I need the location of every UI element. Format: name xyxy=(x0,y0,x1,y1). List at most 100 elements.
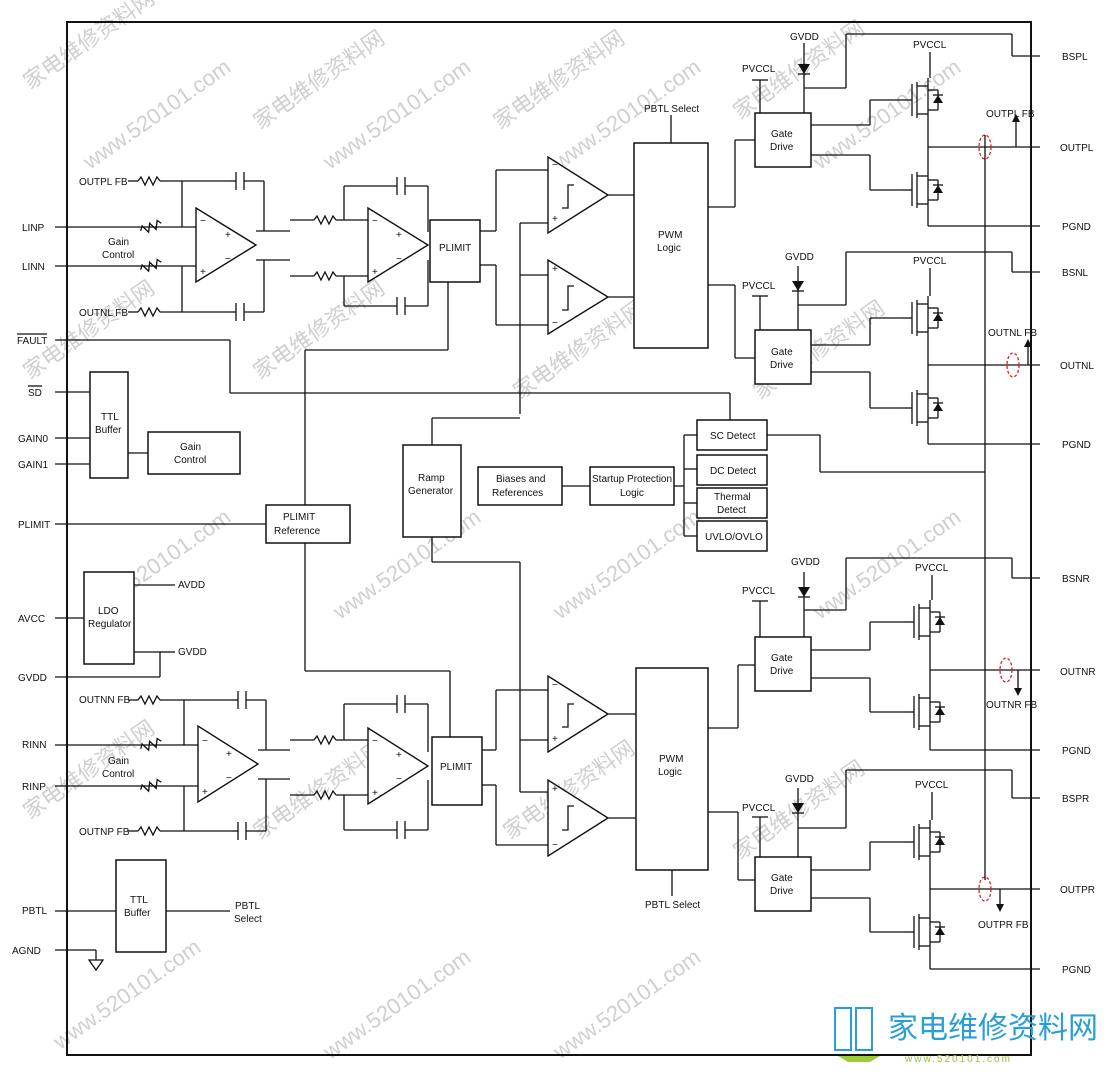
gate-drive-label: Gate xyxy=(771,129,793,140)
gain-control-label: Gain xyxy=(108,237,129,248)
gate-drive-label: Gate xyxy=(771,653,793,664)
outnl-fb-label: OUTNL FB xyxy=(988,328,1037,339)
startup-protection xyxy=(589,466,675,506)
mosfet-high-2 xyxy=(901,295,944,341)
watermark-cn: 家电维修资料网 xyxy=(19,0,160,94)
svg-text:+: + xyxy=(200,267,206,278)
thermal-label: Detect xyxy=(717,505,746,516)
mosfet-high-4 xyxy=(903,819,946,865)
ramp-label: Generator xyxy=(408,486,454,497)
pvccl-label: PVCCL xyxy=(742,803,776,814)
startup-label: Logic xyxy=(620,488,644,499)
comparator-1 xyxy=(547,155,610,235)
pin-outnr: OUTNR xyxy=(1060,667,1096,678)
comparator-4 xyxy=(547,778,610,858)
pin-pgnd: PGND xyxy=(1062,965,1091,976)
opamp-2 xyxy=(367,206,430,284)
pin-bsnl: BSNL xyxy=(1062,268,1089,279)
left-input-stage: Gain Control −+ +− −+ +− xyxy=(55,169,548,351)
pvccl-label: PVCCL xyxy=(742,281,776,292)
gate-drive-label: Drive xyxy=(770,142,794,153)
pbtl-select-label: PBTL Select xyxy=(645,900,700,911)
svg-text:−: − xyxy=(200,216,206,227)
pin-linp: LINP xyxy=(22,223,45,234)
pvccl-label: PVCCL xyxy=(915,780,949,791)
svg-text:−: − xyxy=(552,318,558,329)
pin-pgnd: PGND xyxy=(1062,746,1091,757)
right-pwm-stage: −+ +− PWM Logic PBTL Select xyxy=(519,664,755,911)
svg-text:+: + xyxy=(552,784,558,795)
sc-detect-label: SC Detect xyxy=(710,431,756,442)
svg-text:+: + xyxy=(225,230,231,241)
pin-outnl-fb: OUTNL FB xyxy=(79,308,128,319)
comparator-3 xyxy=(547,674,610,754)
gain-control-label: Control xyxy=(102,769,134,780)
svg-text:−: − xyxy=(372,736,378,747)
pbtl-select-out: PBTL xyxy=(235,901,260,912)
svg-text:−: − xyxy=(202,736,208,747)
pwm-label: Logic xyxy=(657,243,681,254)
pin-gvdd: GVDD xyxy=(18,673,47,684)
pwm-label: PWM xyxy=(659,754,683,765)
ttl-buffer-bottom xyxy=(115,859,167,953)
uvlo-label: UVLO/OVLO xyxy=(705,532,763,543)
pin-pbtl: PBTL xyxy=(22,906,47,917)
pin-outnl: OUTNL xyxy=(1060,361,1094,372)
gain-control-box-label: Control xyxy=(174,455,206,466)
gvdd-out-label: GVDD xyxy=(178,647,207,658)
pin-pgnd: PGND xyxy=(1062,440,1091,451)
ldo-label: LDO xyxy=(98,606,119,617)
pin-bspl: BSPL xyxy=(1062,52,1088,63)
pin-outnp-fb: OUTNP FB xyxy=(79,827,130,838)
output-stages: Gate Drive PVCCL GVDD PVCCL OUTPL FB xyxy=(742,32,1040,970)
avdd-label: AVDD xyxy=(178,580,205,591)
ldo-regulator xyxy=(83,571,135,665)
pvccl-label: PVCCL xyxy=(915,563,949,574)
pin-plimit: PLIMIT xyxy=(18,520,50,531)
pin-outpl-fb: OUTPL FB xyxy=(79,177,128,188)
gvdd-label: GVDD xyxy=(790,32,819,43)
pin-avcc: AVCC xyxy=(18,614,45,625)
outpr-fb-label: OUTPR FB xyxy=(978,920,1029,931)
pin-gain1: GAIN1 xyxy=(18,460,48,471)
thermal-detect xyxy=(696,487,768,519)
pin-rinn: RINN xyxy=(22,740,46,751)
gvdd-label: GVDD xyxy=(785,252,814,263)
pin-outpl: OUTPL xyxy=(1060,143,1094,154)
svg-text:+: + xyxy=(226,749,232,760)
plimit-label: PLIMIT xyxy=(440,762,472,773)
watermark-cn: 家电维修资料网 xyxy=(19,715,160,824)
opamp-4 xyxy=(367,726,430,806)
svg-text:−: − xyxy=(226,773,232,784)
gvdd-label: GVDD xyxy=(791,557,820,568)
ttl-buffer-top xyxy=(89,371,129,479)
opamp-3 xyxy=(197,724,260,804)
left-pwm-stage: −+ +− PWM Logic PBTL Select xyxy=(519,104,755,414)
svg-text:+: + xyxy=(202,787,208,798)
dc-detect xyxy=(696,454,768,486)
pin-gain0: GAIN0 xyxy=(18,434,48,445)
ttl-label: TTL xyxy=(130,895,148,906)
mosfet-high-3 xyxy=(903,599,946,645)
gate-drive-label: Drive xyxy=(770,360,794,371)
dc-detect-label: DC Detect xyxy=(710,466,756,477)
gate-drive-label: Drive xyxy=(770,886,794,897)
svg-text:−: − xyxy=(372,216,378,227)
biases-label: References xyxy=(492,488,543,499)
mosfet-low-4 xyxy=(903,909,946,955)
gate-drive-label: Gate xyxy=(771,873,793,884)
chip-outline xyxy=(66,21,1032,1056)
pvccl-label: PVCCL xyxy=(742,64,776,75)
watermark-site: www.520101.com xyxy=(548,944,705,1065)
outnr-fb-label: OUTNR FB xyxy=(986,700,1037,711)
mosfet-low-2 xyxy=(901,385,944,431)
sc-detect xyxy=(696,419,768,451)
watermark-site: www.520101.com xyxy=(78,54,235,175)
svg-text:−: − xyxy=(225,254,231,265)
svg-text:+: + xyxy=(396,230,402,241)
pbtl-select-out: Select xyxy=(234,914,262,925)
logo-url: www.520101.com xyxy=(904,1054,1012,1065)
mosfet-low-3 xyxy=(903,689,946,735)
plimit-block-right xyxy=(431,736,483,806)
opamp-1 xyxy=(195,206,258,284)
